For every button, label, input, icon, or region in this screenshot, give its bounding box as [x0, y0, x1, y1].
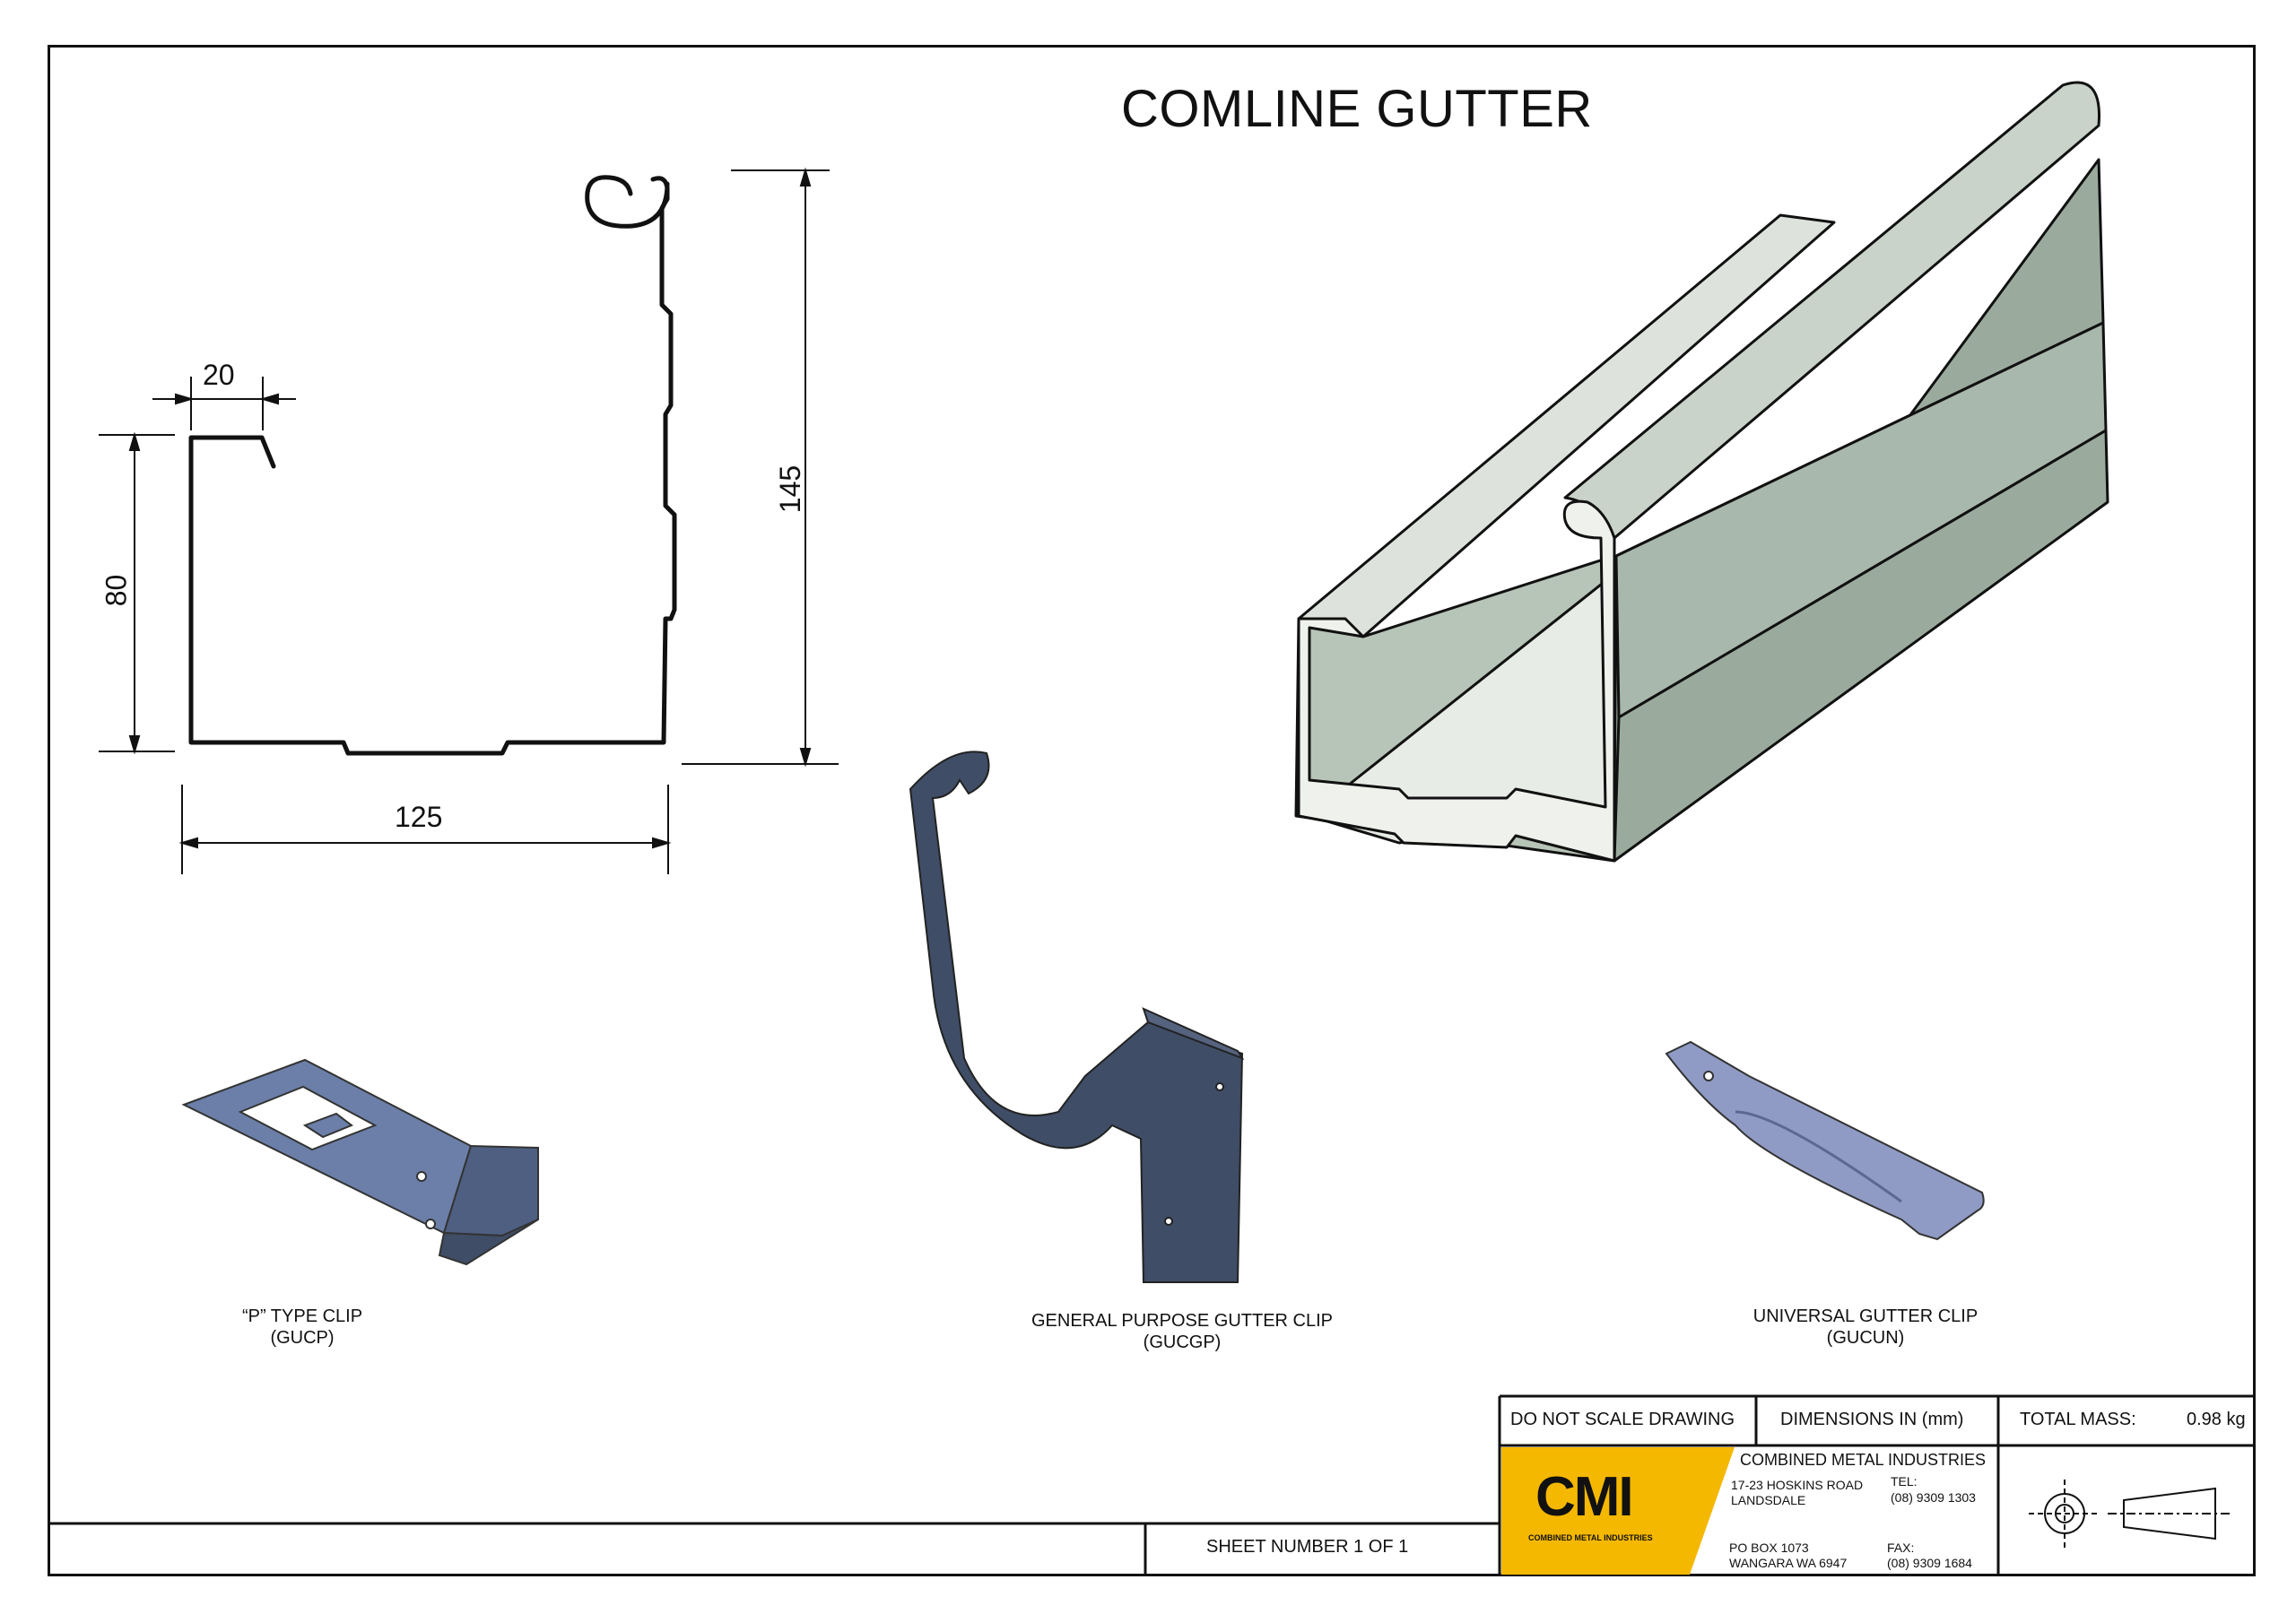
part-code: (GUCP): [270, 1328, 335, 1348]
do-not-scale-label: DO NOT SCALE DRAWING: [1510, 1410, 1735, 1429]
address-line-2: LANDSDALE: [1731, 1493, 1806, 1507]
third-angle-projection-icon: [2029, 1480, 2233, 1548]
gutter-3d-render: [1294, 81, 2109, 863]
universal-gutter-clip: [1665, 1040, 1985, 1241]
gutter-profile: [188, 175, 677, 756]
p-type-clip: [181, 1058, 539, 1266]
address-line-1: 17-23 HOSKINS ROAD: [1731, 1478, 1864, 1492]
po-box-line-2: WANGARA WA 6947: [1729, 1556, 1848, 1570]
title-block-lines: [48, 1394, 2256, 1576]
dimension-label-80: 80: [100, 574, 133, 607]
p-type-clip-caption: “P” TYPE CLIP (GUCP): [213, 1306, 392, 1349]
po-box-line-1: PO BOX 1073: [1729, 1541, 1809, 1555]
general-purpose-gutter-clip: [909, 751, 1245, 1283]
tel-label: TEL:: [1891, 1474, 1918, 1488]
part-name: “P” TYPE CLIP: [241, 1306, 363, 1326]
part-code: (GUCGP): [1143, 1332, 1222, 1352]
fax-label: FAX:: [1887, 1541, 1915, 1555]
part-code: (GUCUN): [1826, 1328, 1905, 1348]
drawing-title: COMLINE GUTTER: [1121, 80, 1593, 138]
logo-subtitle: COMBINED METAL INDUSTRIES: [1528, 1533, 1653, 1542]
logo-text: CMI: [1535, 1466, 1634, 1528]
general-purpose-clip-caption: GENERAL PURPOSE GUTTER CLIP (GUCGP): [1003, 1310, 1361, 1353]
tel-number: (08) 9309 1303: [1891, 1490, 1976, 1505]
dimension-80: [99, 431, 175, 755]
dimension-label-145: 145: [774, 464, 807, 514]
sheet-number: SHEET NUMBER 1 OF 1: [1206, 1537, 1409, 1557]
dimension-label-20: 20: [203, 359, 235, 391]
drawing-sheet-border: [48, 45, 2256, 1576]
total-mass-value: 0.98 kg: [2187, 1410, 2246, 1429]
total-mass-label: TOTAL MASS:: [2020, 1410, 2136, 1429]
company-name: COMBINED METAL INDUSTRIES: [1740, 1451, 1987, 1469]
dimension-20: [152, 377, 296, 430]
dimension-145: [682, 167, 839, 768]
universal-clip-caption: UNIVERSAL GUTTER CLIP (GUCUN): [1695, 1306, 2036, 1349]
dimensions-unit-label: DIMENSIONS IN (mm): [1780, 1410, 1964, 1429]
fax-number: (08) 9309 1684: [1887, 1556, 1972, 1570]
dimension-label-125: 125: [395, 801, 443, 833]
cmi-logo: CMI COMBINED METAL INDUSTRIES: [1501, 1447, 1735, 1575]
part-name: UNIVERSAL GUTTER CLIP: [1752, 1306, 1979, 1326]
dimension-125: [178, 785, 672, 874]
part-name: GENERAL PURPOSE GUTTER CLIP: [1031, 1311, 1333, 1331]
